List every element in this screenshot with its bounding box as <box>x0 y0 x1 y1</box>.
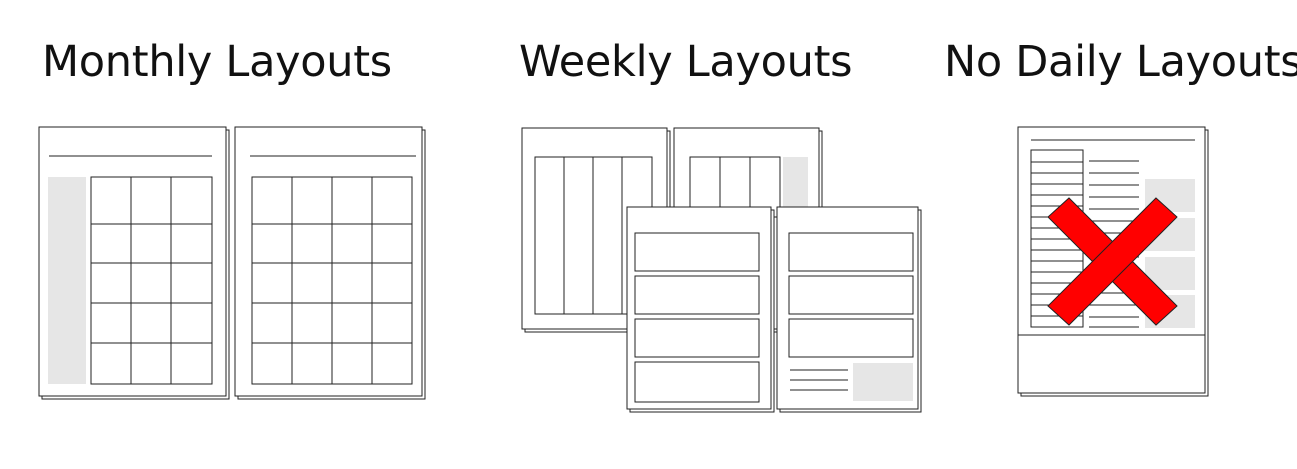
daily-note-blocks <box>1145 179 1195 328</box>
no-daily-layouts-heading: No Daily Layouts <box>944 37 1297 87</box>
monthly-layouts-heading: Monthly Layouts <box>42 37 392 87</box>
weekly-back-note-block <box>783 157 808 207</box>
weekly-layouts-heading: Weekly Layouts <box>519 37 853 87</box>
weekly-notes-lines <box>790 369 848 391</box>
monthly-left-grid <box>90 176 213 385</box>
weekly-day-boxes <box>634 232 914 403</box>
weekly-front-spread <box>626 206 922 413</box>
red-x-cross-icon <box>1047 197 1178 326</box>
monthly-notes-sidebar <box>48 177 86 384</box>
monthly-right-grid <box>251 176 413 385</box>
weekly-front-note-block <box>853 363 913 401</box>
